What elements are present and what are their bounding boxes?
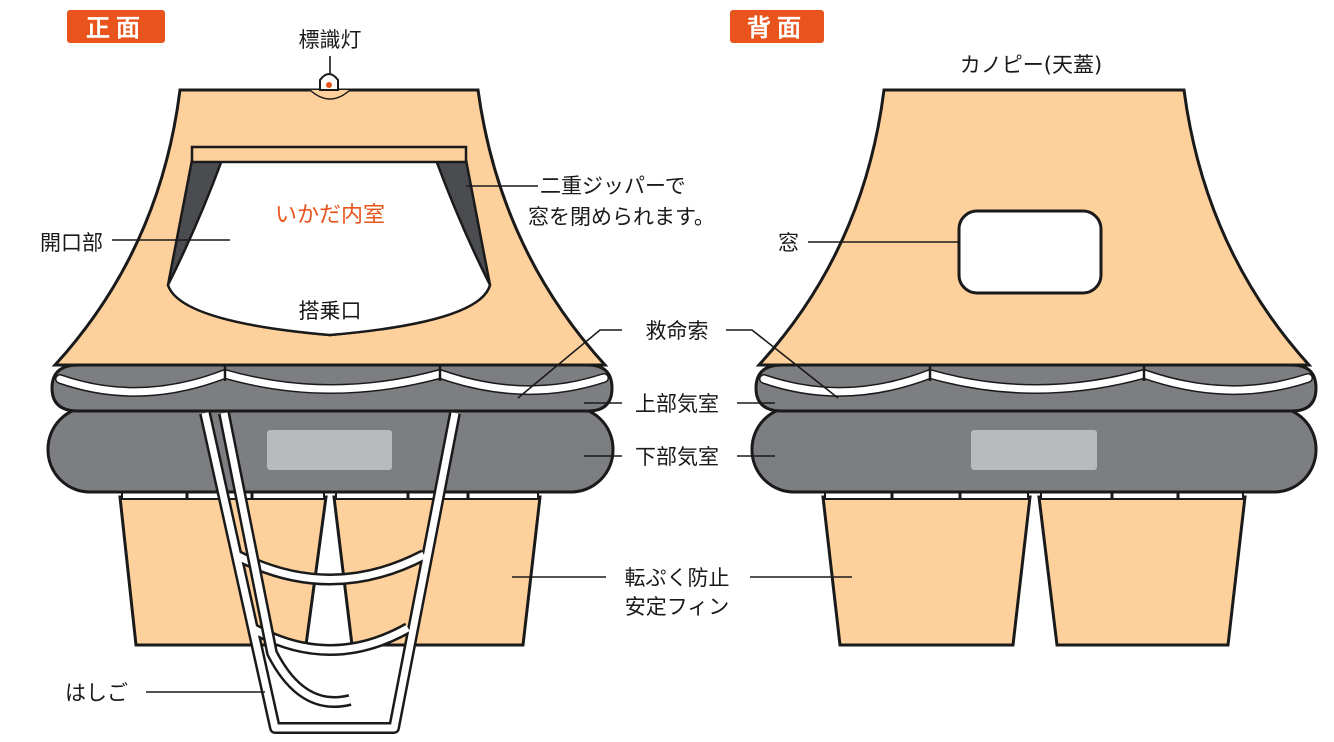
back-fins: [821, 488, 1247, 647]
shared-labels: 救命索 上部気室 下部気室 転ぷく防止 安定フィン: [512, 319, 852, 619]
back-window: [957, 209, 1103, 295]
back-lower-patch: [971, 430, 1097, 470]
front-view: 正面 標識灯 開口部 二重ジッパーで 窓を閉められます。 いかだ内室 搭乗口 は…: [40, 10, 715, 734]
interior-label: いかだ内室: [275, 203, 385, 228]
canopy-label: カノピー(天蓋): [960, 53, 1102, 77]
upper-chamber-label: 上部気室: [635, 392, 719, 416]
front-tag: 正面: [67, 10, 165, 43]
beacon-icon: [309, 73, 351, 100]
lifeline-label: 救命索: [646, 319, 709, 343]
back-tag-text: 背面: [747, 14, 807, 42]
lower-chamber-label: 下部気室: [635, 445, 719, 469]
zipper-label-2: 窓を閉められます。: [528, 205, 715, 229]
front-tag-text: 正面: [86, 14, 146, 42]
back-view: 背面 カノピー(天蓋) 窓: [730, 10, 1318, 647]
opening-label: 開口部: [40, 231, 103, 255]
zipper-label-1: 二重ジッパーで: [540, 174, 686, 198]
boarding-label: 搭乗口: [299, 299, 362, 323]
beacon-label: 標識灯: [299, 28, 362, 52]
front-opening: [166, 145, 492, 337]
front-fins: [118, 488, 542, 647]
ladder-label: はしご: [65, 681, 128, 705]
fin-label-2: 安定フィン: [625, 595, 730, 619]
front-ladder: [199, 411, 461, 734]
fin-label-1: 転ぷく防止: [625, 566, 730, 590]
front-lower-patch: [267, 430, 392, 470]
back-lifeline: [759, 364, 1313, 397]
back-tag: 背面: [730, 10, 824, 43]
window-label: 窓: [778, 231, 799, 255]
front-lifeline: [55, 364, 609, 397]
